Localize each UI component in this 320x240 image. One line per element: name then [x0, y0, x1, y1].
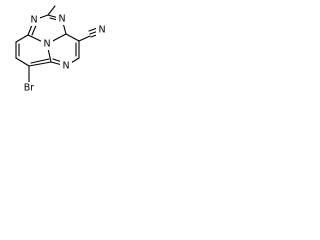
atom-label-br: Br — [24, 83, 35, 94]
bond-c1-c7 — [15, 34, 29, 43]
bond-c9-c6 — [28, 61, 52, 67]
bond-c4-cn — [78, 35, 91, 42]
bond-c3-c4 — [65, 33, 80, 42]
atom-labels: N N N N N Br — [20, 13, 108, 94]
atom-label-n-bottom: N — [62, 61, 69, 72]
chemical-structure: N N N N N Br — [0, 0, 110, 117]
atom-label-n-center: N — [43, 39, 50, 50]
atom-label-n-top: N — [58, 14, 65, 25]
bond-c9-c6-double — [30, 58, 50, 64]
bond-methyl — [47, 5, 56, 16]
atom-label-n-nitrile: N — [98, 25, 105, 36]
bond-c8-c9 — [15, 57, 30, 67]
molecule-drawing: N N N N N Br — [15, 5, 108, 94]
atom-label-n-left: N — [30, 15, 37, 26]
